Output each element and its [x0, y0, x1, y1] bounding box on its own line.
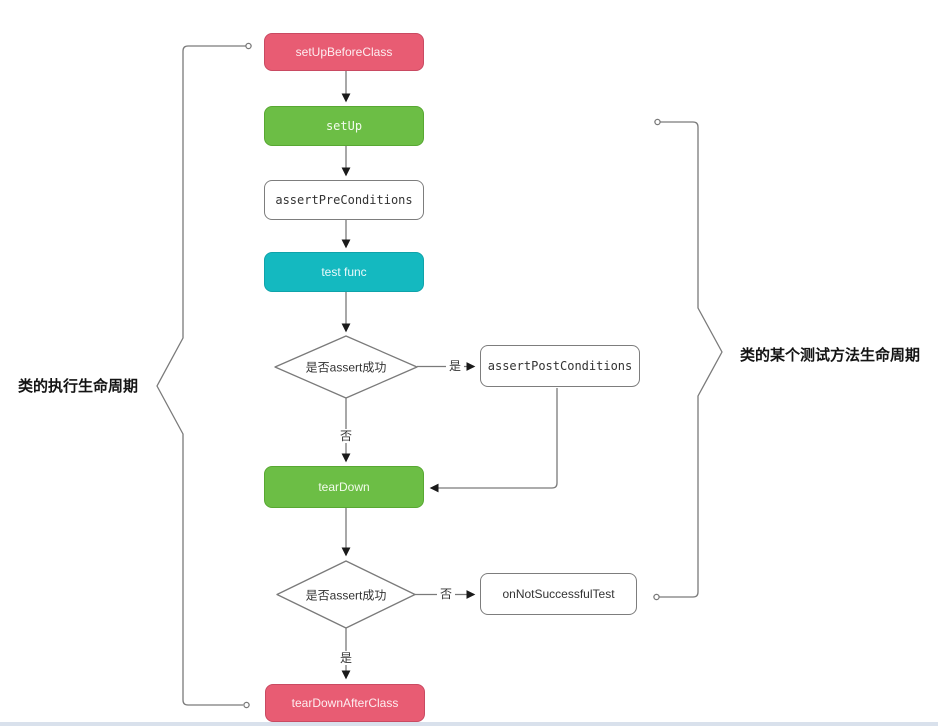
left-bracket [156, 42, 252, 709]
node-setup: setUp [264, 106, 424, 146]
decision-diamonds [274, 335, 418, 629]
left-lifecycle-label: 类的执行生命周期 [18, 378, 139, 395]
edge-label-decision2-yes: 是 [336, 651, 356, 665]
decision2-diamond [276, 560, 416, 629]
node-assert-pre-conditions: assertPreConditions [264, 180, 424, 220]
edge-label-decision2-no: 否 [436, 587, 456, 601]
edge-label-decision1-no: 否 [336, 429, 356, 443]
decision2-label: 是否assert成功 [305, 588, 387, 603]
node-tear-down-after-class: tearDownAfterClass [265, 684, 425, 722]
right-lifecycle-label: 类的某个测试方法生命周期 [740, 347, 921, 364]
node-assert-post-conditions: assertPostConditions [480, 345, 640, 387]
bottom-window-edge [0, 722, 938, 726]
decision1-label: 是否assert成功 [305, 360, 387, 375]
right-bracket [653, 118, 723, 601]
node-setup-before-class: setUpBeforeClass [264, 33, 424, 71]
node-test-func: test func [264, 252, 424, 292]
edge-label-decision1-yes: 是 [445, 359, 465, 373]
node-tear-down: tearDown [264, 466, 424, 508]
node-on-not-successful-test: onNotSuccessfulTest [480, 573, 637, 615]
decision1-diamond [274, 335, 418, 399]
